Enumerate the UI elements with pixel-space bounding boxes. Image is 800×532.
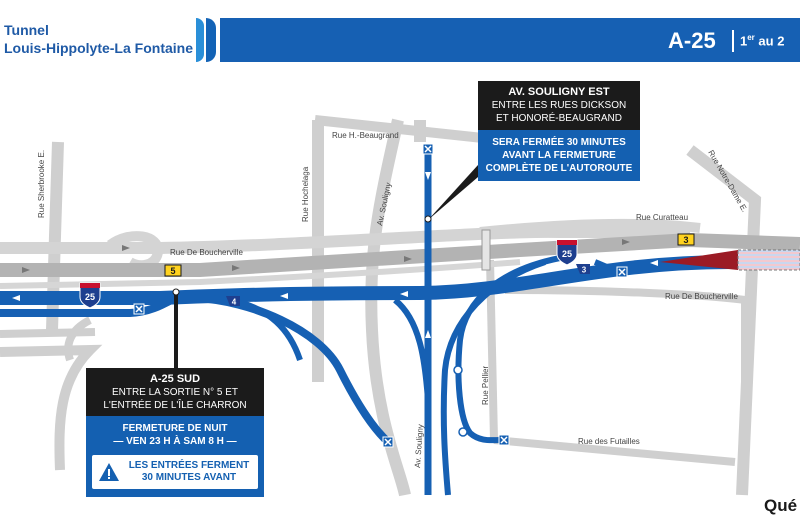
arrow-icon [622,239,630,245]
street-futailles [493,436,736,466]
callout-a25-warn1: LES ENTRÉES FERMENT [128,460,250,471]
header-route: A-25 [668,28,716,53]
ramp-badge-4-label: 4 [232,298,237,307]
header-separator [732,30,734,52]
callout-a25-body: FERMETURE DE NUIT — VEN 23 H À SAM 8 H —… [86,416,264,497]
street-boucherville-east [504,286,749,400]
callout-a25-warning: LES ENTRÉES FERMENT 30 MINUTES AVANT [92,455,258,489]
arrow-icon [12,295,20,301]
x-closure-icon [422,143,434,155]
callout-souligny-body: SERA FERMÉE 30 MINUTES AVANT LA FERMETUR… [478,130,640,181]
label-pellier: Rue Pellier [481,366,490,405]
arrow-icon [425,330,431,338]
ramp-badge-3: 3 [576,264,590,275]
street-souligny-west [365,118,411,497]
highway-gray-service [0,259,521,289]
label-hochelaga: Rue Hochelaga [301,166,310,222]
arrow-icon [650,260,658,266]
callout-a25-warning-text: LES ENTRÉES FERMENT 30 MINUTES AVANT [126,460,252,484]
callout-a25-warn2: 30 MINUTES AVANT [141,472,237,483]
callout-souligny-dot [424,215,432,223]
a25-shield-east: 25 [556,239,578,266]
arrow-icon [122,245,130,251]
exit-badge-5: 5 [164,264,182,277]
street-south-loop [64,316,92,362]
label-curatteau: Rue Curatteau [636,213,688,222]
header-title-line2: Louis-Hippolyte-La Fontaine [4,40,193,56]
callout-a25-title: A-25 SUD [149,373,201,385]
warning-triangle-icon [99,463,119,481]
header-date-prefix: 1 [740,33,748,49]
exit-badge-5-label: 5 [170,266,175,276]
header-left-panel [0,18,210,62]
callout-souligny-blue1: SERA FERMÉE 30 MINUTES [492,137,626,148]
street-left-west [0,328,96,338]
lane-arrows [12,172,658,338]
arrow-icon [404,256,412,262]
callout-a25-line2: L'ENTRÉE DE L'ÎLE CHARRON [103,400,247,411]
tunnel-red-wedge [660,250,738,270]
label-de-boucherville-east: Rue De Boucherville [665,292,738,301]
arrow-icon [280,293,288,299]
header-date-sup: er [747,33,755,42]
x-closure-icon [382,436,394,448]
x-closure-icon [498,434,510,446]
arrow-icon [400,291,408,297]
street-curatteau [479,218,701,237]
callout-a25-closure2: — VEN 23 H À SAM 8 H — [113,436,237,447]
a25-shield-west-label: 25 [85,292,95,302]
callout-a25-pointer [174,292,178,368]
label-sherbrooke: Rue Sherbrooke E. [37,150,46,218]
ramp-marker-icon [458,427,468,437]
callout-souligny-header: AV. SOULIGNY EST ENTRE LES RUES DICKSON … [478,81,640,130]
road-map: 25 25 5 3 4 3 Rue H.-Beaugrand Rue Sherb… [0,115,800,497]
closed-ramp-pellier-inner [440,259,546,496]
label-futailles: Rue des Futailles [578,437,640,446]
quebec-logo: Qué [764,496,798,515]
tunnel-entrance [737,249,800,271]
arrow-icon [232,265,240,271]
ramp-badge-4: 4 [226,296,240,307]
closed-ramp-souligny-link [393,297,431,401]
arrow-icon [22,267,30,273]
a25-shield-west: 25 [79,282,101,309]
label-souligny-south: Av. Souligny [413,424,425,468]
callout-souligny: AV. SOULIGNY EST ENTRE LES RUES DICKSON … [478,81,640,181]
callout-a25-closure1: FERMETURE DE NUIT [122,423,228,434]
closed-a25-west-entry [0,294,177,317]
header-banner: Tunnel Louis-Hippolyte-La Fontaine A-25 … [0,0,800,72]
callout-souligny-pointer [428,165,492,220]
callout-souligny-blue2: AVANT LA FERMETURE [502,150,616,161]
label-notre-dame: Rue Notre-Dame E. [706,149,749,214]
callout-a25-dot [172,288,180,296]
header-band [220,18,800,62]
closed-ramp-south [229,297,303,361]
header-title-line1: Tunnel [4,22,49,38]
callout-souligny-line2: ET HONORÉ-BEAUGRAND [496,113,622,124]
overpass-bridge [481,229,491,271]
header-stripe-dark [206,18,216,62]
a25-shield-east-label: 25 [562,249,572,259]
arrow-icon [425,172,431,180]
exit-badge-3: 3 [677,233,695,246]
callout-souligny-blue3: COMPLÈTE DE L'AUTOROUTE [485,163,633,174]
header-date: 1er au 2 [740,33,784,48]
header-date-suffix: au 2 [754,33,785,49]
callout-a25-header: A-25 SUD ENTRE LA SORTIE N° 5 ET L'ENTRÉ… [86,368,264,416]
callout-souligny-line1: ENTRE LES RUES DICKSON [491,100,627,111]
callout-souligny-title: AV. SOULIGNY EST [508,86,610,98]
exit-badge-3-label: 3 [683,235,688,245]
street-south-sherbrooke [0,344,103,471]
label-beaugrand: Rue H.-Beaugrand [332,131,399,140]
x-closure-icon [133,303,145,315]
label-de-boucherville-west: Rue De Boucherville [170,248,243,257]
callout-a25-line1: ENTRE LA SORTIE N° 5 ET [111,387,239,398]
ramp-marker-icon [453,365,463,375]
callout-a25: A-25 SUD ENTRE LA SORTIE N° 5 ET L'ENTRÉ… [86,368,264,497]
gray-lane-arrows [22,239,630,273]
header-stripe-light [196,18,204,62]
ramp-badge-3-label: 3 [582,266,587,275]
closure-markers [133,143,628,448]
x-closure-icon [616,266,628,278]
